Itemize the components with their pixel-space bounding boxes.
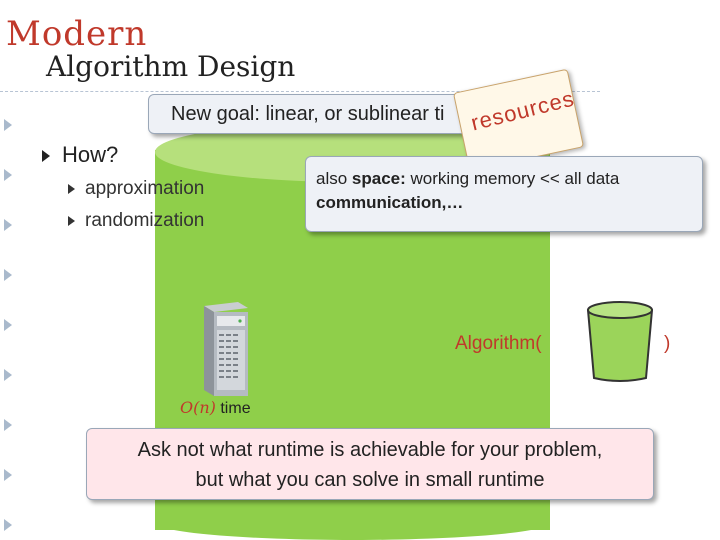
bullet-randomization: randomization bbox=[68, 210, 204, 232]
bucket-icon bbox=[586, 301, 654, 382]
nav-arrow-icon[interactable] bbox=[4, 369, 12, 381]
algorithm-label: Algorithm( bbox=[455, 333, 542, 354]
bullet-arrow-icon bbox=[42, 150, 50, 163]
bullet-approximation: approximation bbox=[68, 178, 204, 200]
space-callout: also space: working memory << all data c… bbox=[305, 156, 703, 232]
algorithm-close-paren: ) bbox=[664, 333, 671, 354]
nav-arrow-icon[interactable] bbox=[4, 119, 12, 131]
page-title: Algorithm Design bbox=[46, 50, 296, 83]
title-modern: Modern bbox=[6, 14, 148, 54]
nav-arrow-icon[interactable] bbox=[4, 219, 12, 231]
bullet-how: How? bbox=[42, 142, 118, 168]
nav-arrow-icon[interactable] bbox=[4, 419, 12, 431]
nav-arrow-icon[interactable] bbox=[4, 519, 12, 531]
server-time-label: O(n) time bbox=[180, 398, 251, 417]
ask-line-2: but what you can solve in small runtime bbox=[195, 469, 545, 491]
bullet-arrow-icon bbox=[68, 215, 75, 226]
slide-nav-sidebar bbox=[0, 95, 18, 540]
nav-arrow-icon[interactable] bbox=[4, 169, 12, 181]
title-divider bbox=[0, 91, 600, 92]
nav-arrow-icon[interactable] bbox=[4, 469, 12, 481]
server-icon bbox=[204, 302, 248, 396]
ask-callout: Ask not what runtime is achievable for y… bbox=[86, 428, 654, 500]
nav-arrow-icon[interactable] bbox=[4, 319, 12, 331]
nav-arrow-icon[interactable] bbox=[4, 269, 12, 281]
ask-line-1: Ask not what runtime is achievable for y… bbox=[137, 439, 603, 461]
bullet-arrow-icon bbox=[68, 183, 75, 194]
